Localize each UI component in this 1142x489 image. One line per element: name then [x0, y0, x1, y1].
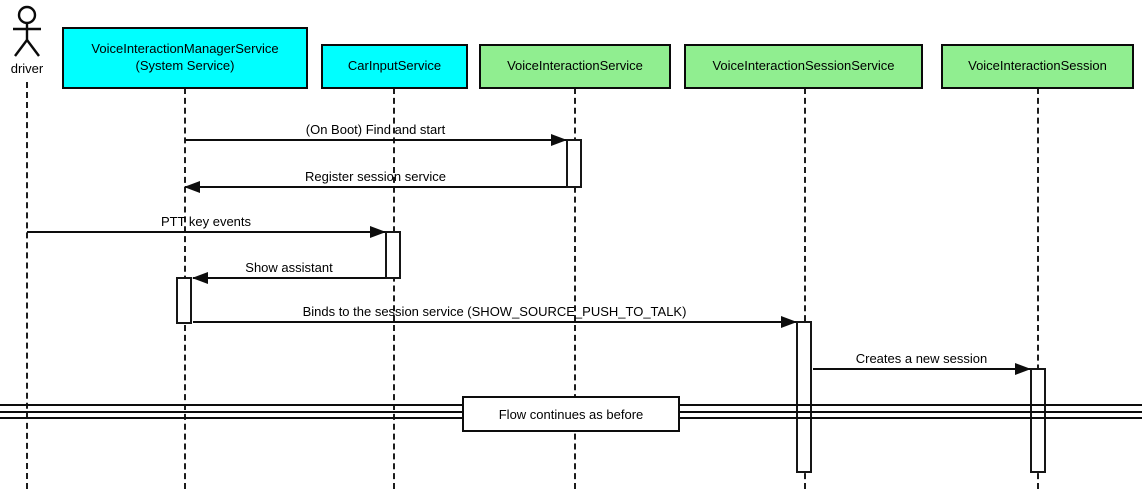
- message-line: [193, 321, 796, 323]
- message-label: Binds to the session service (SHOW_SOURC…: [302, 304, 687, 319]
- participant-label: VoiceInteractionManagerService: [91, 41, 279, 57]
- activation-voiceinteractionservice: [566, 139, 582, 188]
- message-line: [185, 139, 566, 141]
- lifeline-voiceinteractionsessionservice: [804, 88, 806, 489]
- message-line: [27, 231, 385, 233]
- actor-label: driver: [10, 61, 44, 76]
- message-register-session-service: Register session service: [184, 166, 566, 193]
- arrowhead-right-icon: [1015, 363, 1031, 375]
- message-label: PTT key events: [160, 214, 252, 229]
- participant-label: VoiceInteractionSession: [968, 58, 1107, 74]
- divider: Flow continues as before: [462, 396, 680, 432]
- message-line: [185, 186, 566, 188]
- participant-carinputservice: CarInputService: [321, 44, 468, 89]
- participant-voiceinteractionservice: VoiceInteractionService: [479, 44, 671, 89]
- lifeline-carinputservice: [393, 88, 395, 489]
- message-on-boot-find-and-start: (On Boot) Find and start: [185, 119, 567, 146]
- message-label: Register session service: [305, 169, 446, 184]
- participant-label: CarInputService: [347, 58, 442, 74]
- participant-voiceinteractionmanagerservice: VoiceInteractionManagerService (System S…: [62, 27, 308, 89]
- arrowhead-right-icon: [370, 226, 386, 238]
- participant-label: VoiceInteractionSessionService: [712, 58, 895, 74]
- message-label: Creates a new session: [855, 351, 988, 366]
- divider-label: Flow continues as before: [498, 406, 644, 422]
- message-binds-to-session-service: Binds to the session service (SHOW_SOURC…: [193, 301, 797, 328]
- message-line: [193, 277, 385, 279]
- participant-voiceinteractionsession: VoiceInteractionSession: [941, 44, 1134, 89]
- message-label: (On Boot) Find and start: [305, 122, 446, 137]
- arrowhead-left-icon: [192, 272, 208, 284]
- participant-sublabel: (System Service): [135, 58, 235, 73]
- arrowhead-right-icon: [551, 134, 567, 146]
- arrowhead-left-icon: [184, 181, 200, 193]
- activation-voiceinteractionsessionservice: [796, 321, 812, 473]
- activation-carinputservice: [385, 231, 401, 279]
- actor-icon: [13, 5, 41, 57]
- arrowhead-right-icon: [781, 316, 797, 328]
- activation-voiceinteractionmanagerservice: [176, 277, 192, 324]
- message-ptt-key-events: PTT key events: [27, 211, 386, 238]
- lifeline-voiceinteractionsession: [1037, 88, 1039, 489]
- lifeline-driver: [26, 82, 28, 489]
- lifeline-voiceinteractionservice: [574, 88, 576, 489]
- message-creates-a-new-session: Creates a new session: [813, 348, 1031, 375]
- message-show-assistant: Show assistant: [192, 257, 385, 284]
- message-line: [813, 368, 1030, 370]
- participant-voiceinteractionsessionservice: VoiceInteractionSessionService: [684, 44, 923, 89]
- participant-label: VoiceInteractionService: [507, 58, 643, 74]
- activation-voiceinteractionsession: [1030, 368, 1046, 473]
- message-label: Show assistant: [245, 260, 333, 275]
